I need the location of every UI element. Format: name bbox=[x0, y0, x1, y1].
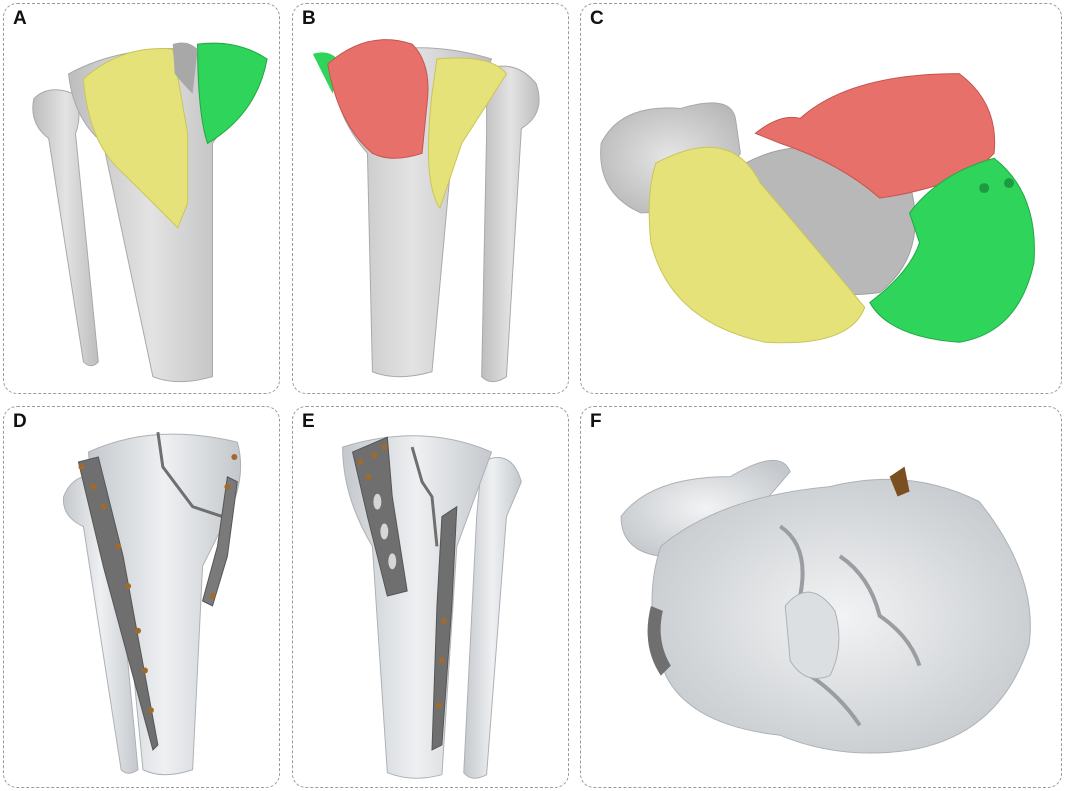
panel-label-f: F bbox=[590, 411, 602, 432]
fragment-yellow bbox=[648, 146, 866, 344]
lateral-plate bbox=[201, 476, 238, 607]
screws bbox=[78, 454, 238, 714]
fragment-green-hole bbox=[979, 183, 990, 194]
panel-label-b: B bbox=[302, 8, 316, 29]
plate-edge bbox=[647, 605, 671, 676]
fracture-model-anterior-view bbox=[32, 42, 268, 383]
fibula-bone bbox=[32, 89, 99, 367]
panel-label-a: A bbox=[13, 8, 27, 29]
panel-label-e: E bbox=[302, 411, 315, 432]
plate-slots bbox=[373, 493, 397, 570]
panel-a: A bbox=[3, 3, 280, 394]
tibial-spine bbox=[784, 591, 840, 679]
comminuted-center bbox=[172, 42, 198, 94]
panel-f: F bbox=[580, 406, 1062, 788]
panel-label-d: D bbox=[13, 411, 27, 432]
tibia-plateau bbox=[651, 478, 1031, 754]
posterolateral-plate bbox=[431, 505, 458, 751]
fragment-green bbox=[197, 42, 268, 145]
fibula-bone bbox=[481, 65, 540, 383]
fracture-line bbox=[410, 446, 439, 547]
fracture-model-axial-view bbox=[600, 73, 1035, 344]
medial-plate bbox=[77, 456, 159, 751]
fracture-line bbox=[156, 431, 223, 518]
fixation-model-posterior-view bbox=[342, 435, 522, 779]
screw-head bbox=[889, 466, 910, 497]
fracture-model-posterior-view bbox=[312, 39, 540, 383]
panel-b: B bbox=[292, 3, 569, 394]
fragment-yellow bbox=[82, 47, 189, 229]
fragment-yellow bbox=[427, 57, 508, 210]
panel-e: E bbox=[292, 406, 569, 788]
fibula-head bbox=[620, 459, 791, 557]
fixation-model-anterior-view bbox=[62, 431, 242, 776]
panel-d: D bbox=[3, 406, 280, 788]
fragment-red bbox=[327, 39, 429, 159]
fragment-green bbox=[869, 157, 1035, 343]
fragment-green-hole bbox=[1004, 178, 1015, 189]
fibula-bone bbox=[62, 475, 139, 774]
fragment-red bbox=[754, 73, 996, 199]
fixation-model-axial-view bbox=[620, 459, 1031, 754]
panel-label-c: C bbox=[590, 8, 604, 29]
panel-c: C bbox=[580, 3, 1062, 394]
fibula-bone bbox=[463, 457, 522, 779]
screws bbox=[357, 444, 447, 709]
